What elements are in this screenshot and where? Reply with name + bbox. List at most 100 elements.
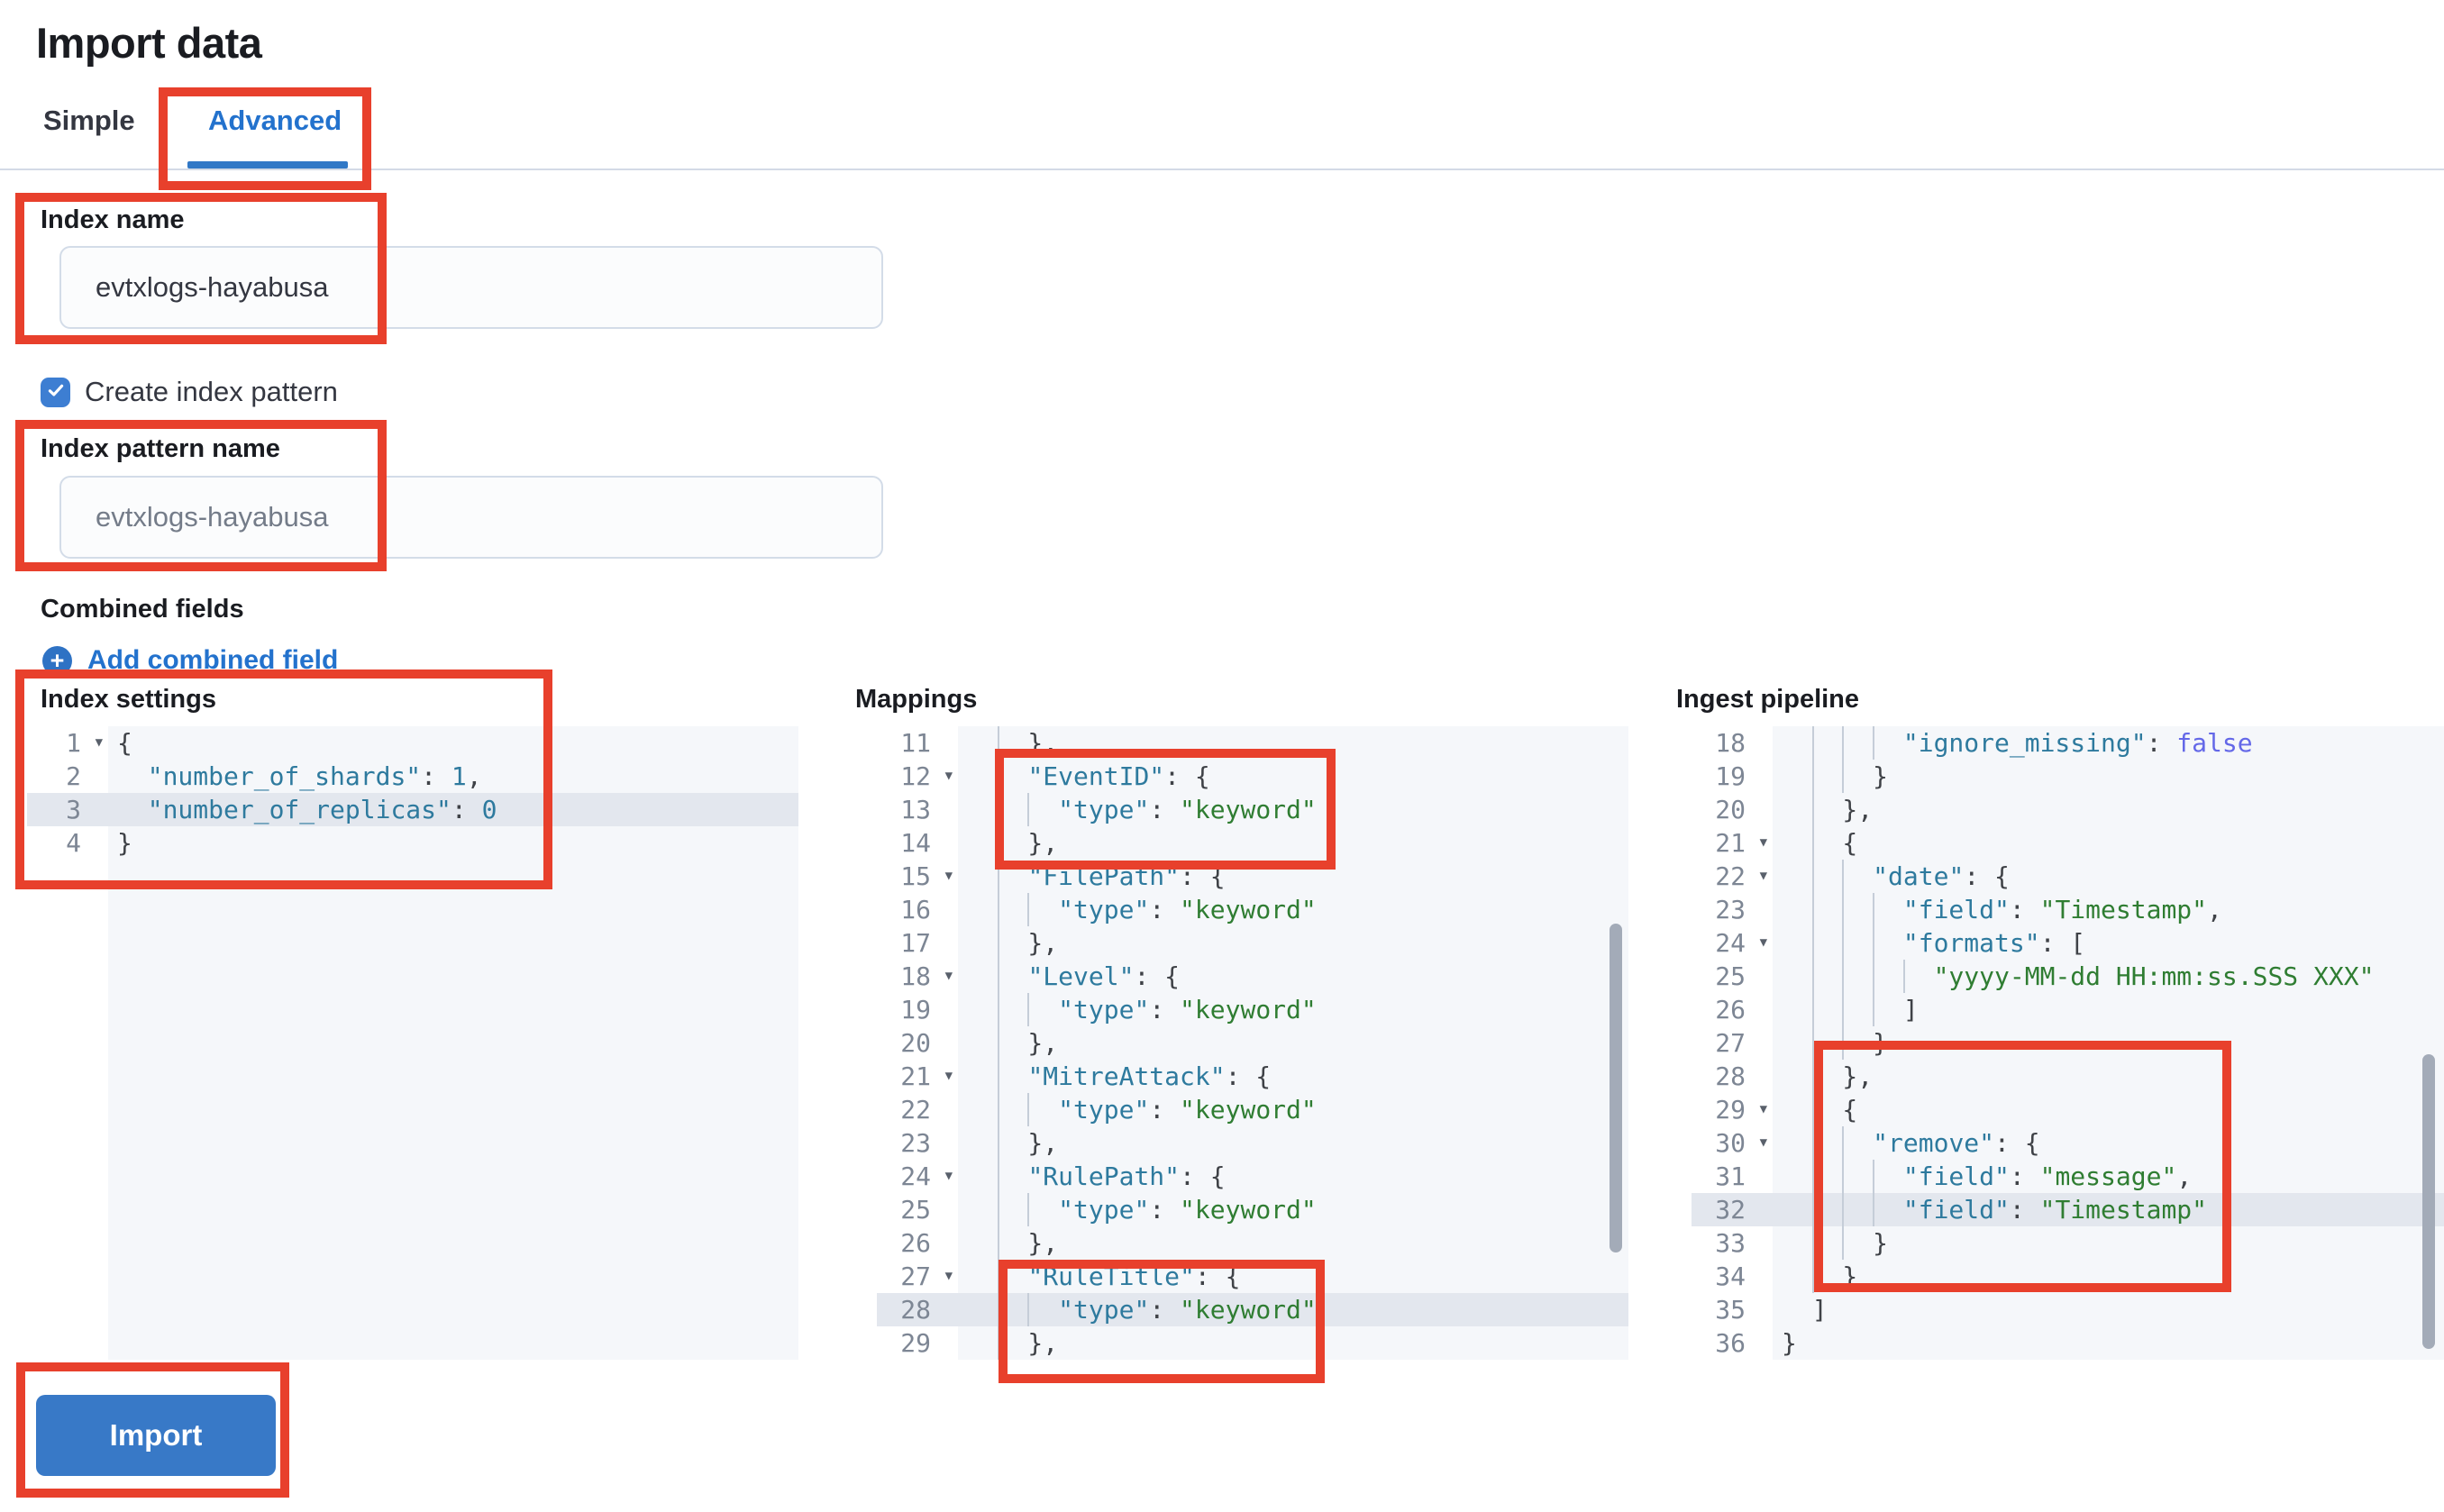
index-settings-editor[interactable]: 1▼{2 "number_of_shards": 1,3 "number_of_… xyxy=(27,726,798,1360)
code-line[interactable]: 28 }, xyxy=(1692,1060,2444,1093)
indent-guide xyxy=(1873,960,1875,993)
line-number: 36 xyxy=(1715,1328,1746,1358)
fold-toggle-icon[interactable]: ▼ xyxy=(944,1269,953,1283)
code-text: "type": "keyword" xyxy=(958,993,1628,1026)
indent-guide xyxy=(1842,1160,1845,1193)
indent-guide xyxy=(1811,1026,1814,1060)
indent-guide xyxy=(1811,1126,1814,1160)
code-text: }, xyxy=(967,726,1059,760)
line-number: 24▼ xyxy=(1715,928,1767,958)
code-line[interactable]: 17 }, xyxy=(877,926,1628,960)
code-line[interactable]: 30▼ "remove": { xyxy=(1692,1126,2444,1160)
fold-toggle-icon[interactable]: ▼ xyxy=(1759,1102,1767,1116)
code-line[interactable]: 28 "type": "keyword" xyxy=(877,1293,1628,1326)
code-line[interactable]: 22▼ "date": { xyxy=(1692,860,2444,893)
line-number: 28 xyxy=(1715,1061,1746,1091)
code-line[interactable]: 20 }, xyxy=(877,1026,1628,1060)
code-line[interactable]: 25 "type": "keyword" xyxy=(877,1193,1628,1226)
code-line[interactable]: 15▼ "FilePath": { xyxy=(877,860,1628,893)
tab-advanced[interactable]: Advanced xyxy=(208,105,342,136)
code-line[interactable]: 23 "field": "Timestamp", xyxy=(1692,893,2444,926)
code-line[interactable]: 27▼ "RuleTitle": { xyxy=(877,1260,1628,1293)
code-line[interactable]: 19 } xyxy=(1692,760,2444,793)
indent-guide xyxy=(997,793,999,826)
code-line[interactable]: 20 }, xyxy=(1692,793,2444,826)
code-line[interactable]: 14 }, xyxy=(877,826,1628,860)
add-combined-field-link[interactable]: + Add combined field xyxy=(42,645,338,676)
add-combined-field-label: Add combined field xyxy=(87,645,339,675)
fold-toggle-icon[interactable]: ▼ xyxy=(944,869,953,883)
line-number: 28 xyxy=(900,1295,931,1325)
indent-guide xyxy=(997,1126,999,1160)
code-line[interactable]: 18▼ "Level": { xyxy=(877,960,1628,993)
indent-guide xyxy=(1842,926,1845,960)
code-line[interactable]: 29 }, xyxy=(877,1326,1628,1360)
indent-guide xyxy=(1873,1160,1875,1193)
fold-toggle-icon[interactable]: ▼ xyxy=(95,735,103,750)
code-line[interactable]: 32 "field": "Timestamp" xyxy=(1692,1193,2444,1226)
code-line[interactable]: 13 "type": "keyword" xyxy=(877,793,1628,826)
code-line[interactable]: 16 "type": "keyword" xyxy=(877,893,1628,926)
code-line[interactable]: 35 ] xyxy=(1692,1293,2444,1326)
import-button[interactable]: Import xyxy=(36,1395,276,1476)
code-text: } xyxy=(117,828,132,858)
code-line[interactable]: 27 } xyxy=(1692,1026,2444,1060)
code-line[interactable]: 31 "field": "message", xyxy=(1692,1160,2444,1193)
indent-guide xyxy=(997,1326,999,1360)
code-text: }, xyxy=(967,1126,1059,1160)
line-number: 13 xyxy=(900,795,931,824)
code-line[interactable]: 18 "ignore_missing": false xyxy=(1692,726,2444,760)
code-line[interactable]: 26 }, xyxy=(877,1226,1628,1260)
code-line[interactable]: 12▼ "EventID": { xyxy=(877,760,1628,793)
code-line[interactable]: 36} xyxy=(1692,1326,2444,1360)
fold-toggle-icon[interactable]: ▼ xyxy=(944,1069,953,1083)
create-index-pattern-checkbox[interactable] xyxy=(41,377,70,407)
code-line[interactable]: 26 ] xyxy=(1692,993,2444,1026)
code-line[interactable]: 21▼ "MitreAttack": { xyxy=(877,1060,1628,1093)
code-line[interactable]: 3 "number_of_replicas": 0 xyxy=(27,793,798,826)
code-text: ] xyxy=(1782,993,1919,1026)
code-line[interactable]: 1▼{ xyxy=(27,726,798,760)
code-line[interactable]: 19 "type": "keyword" xyxy=(877,993,1628,1026)
fold-toggle-icon[interactable]: ▼ xyxy=(1759,835,1767,850)
index-settings-label: Index settings xyxy=(41,685,216,714)
index-name-input[interactable] xyxy=(59,246,883,329)
code-line[interactable]: 24▼ "formats": [ xyxy=(1692,926,2444,960)
fold-toggle-icon[interactable]: ▼ xyxy=(944,769,953,783)
code-line[interactable]: 4} xyxy=(27,826,798,860)
code-line[interactable]: 34 } xyxy=(1692,1260,2444,1293)
code-line[interactable]: 21▼ { xyxy=(1692,826,2444,860)
mappings-scrollbar-thumb[interactable] xyxy=(1610,924,1622,1252)
ingest-pipeline-scrollbar-thumb[interactable] xyxy=(2422,1054,2435,1349)
code-text: "type": "keyword" xyxy=(958,1293,1628,1326)
index-pattern-name-input[interactable] xyxy=(59,476,883,559)
tab-simple[interactable]: Simple xyxy=(43,105,135,136)
line-number: 18 xyxy=(1715,728,1746,758)
code-line[interactable]: 29▼ { xyxy=(1692,1093,2444,1126)
line-number: 20 xyxy=(900,1028,931,1058)
code-text: }, xyxy=(967,826,1059,860)
code-line[interactable]: 2 "number_of_shards": 1, xyxy=(27,760,798,793)
line-number: 21▼ xyxy=(900,1061,953,1091)
fold-toggle-icon[interactable]: ▼ xyxy=(1759,869,1767,883)
indent-guide xyxy=(1873,893,1875,926)
code-line[interactable]: 25 "yyyy-MM-dd HH:mm:ss.SSS XXX" xyxy=(1692,960,2444,993)
indent-guide xyxy=(997,926,999,960)
code-text: "RulePath": { xyxy=(958,1160,1628,1193)
indent-guide xyxy=(997,1160,999,1193)
code-line[interactable]: 22 "type": "keyword" xyxy=(877,1093,1628,1126)
indent-guide xyxy=(997,1060,999,1093)
mappings-editor[interactable]: 11 },12▼ "EventID": {13 "type": "keyword… xyxy=(877,726,1628,1360)
ingest-pipeline-label: Ingest pipeline xyxy=(1676,685,1860,714)
fold-toggle-icon[interactable]: ▼ xyxy=(944,1169,953,1183)
indent-guide xyxy=(997,960,999,993)
code-line[interactable]: 11 }, xyxy=(877,726,1628,760)
fold-toggle-icon[interactable]: ▼ xyxy=(1759,935,1767,950)
code-line[interactable]: 23 }, xyxy=(877,1126,1628,1160)
fold-toggle-icon[interactable]: ▼ xyxy=(944,969,953,983)
code-line[interactable]: 24▼ "RulePath": { xyxy=(877,1160,1628,1193)
fold-toggle-icon[interactable]: ▼ xyxy=(1759,1135,1767,1150)
code-line[interactable]: 33 } xyxy=(1692,1226,2444,1260)
